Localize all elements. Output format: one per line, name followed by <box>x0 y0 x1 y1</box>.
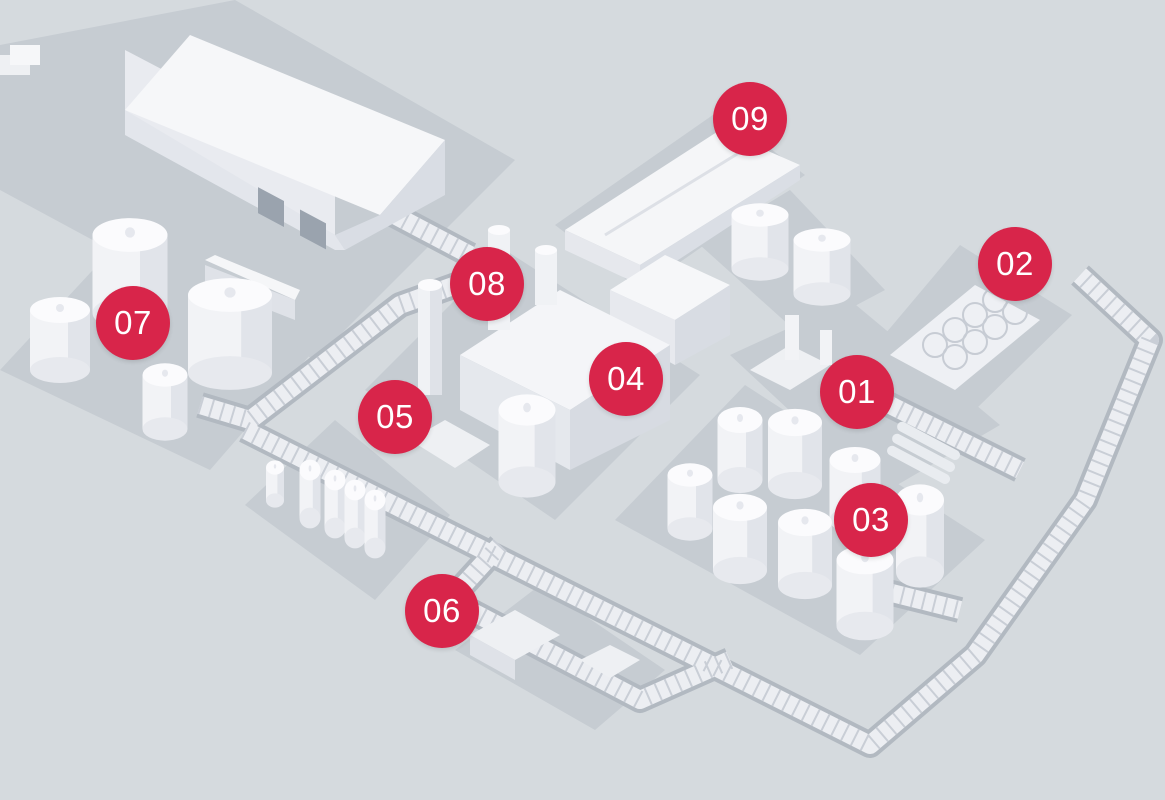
location-marker-01[interactable]: 01 <box>820 355 894 429</box>
location-marker-08[interactable]: 08 <box>450 247 524 321</box>
location-marker-04[interactable]: 04 <box>589 342 663 416</box>
building-09 <box>565 130 800 285</box>
horizontal-vessels <box>887 421 961 484</box>
pipe-racks <box>196 198 1163 758</box>
location-marker-09[interactable]: 09 <box>713 82 787 156</box>
location-marker-06[interactable]: 06 <box>405 574 479 648</box>
location-marker-03[interactable]: 03 <box>834 483 908 557</box>
containers <box>0 45 40 75</box>
location-marker-07[interactable]: 07 <box>96 286 170 360</box>
warehouse <box>125 35 445 250</box>
location-marker-05[interactable]: 05 <box>358 380 432 454</box>
equipment-01 <box>750 315 832 390</box>
tank-04 <box>498 394 556 498</box>
location-marker-02[interactable]: 02 <box>978 227 1052 301</box>
equipment-05 <box>410 420 490 468</box>
equipment-06 <box>470 610 640 680</box>
